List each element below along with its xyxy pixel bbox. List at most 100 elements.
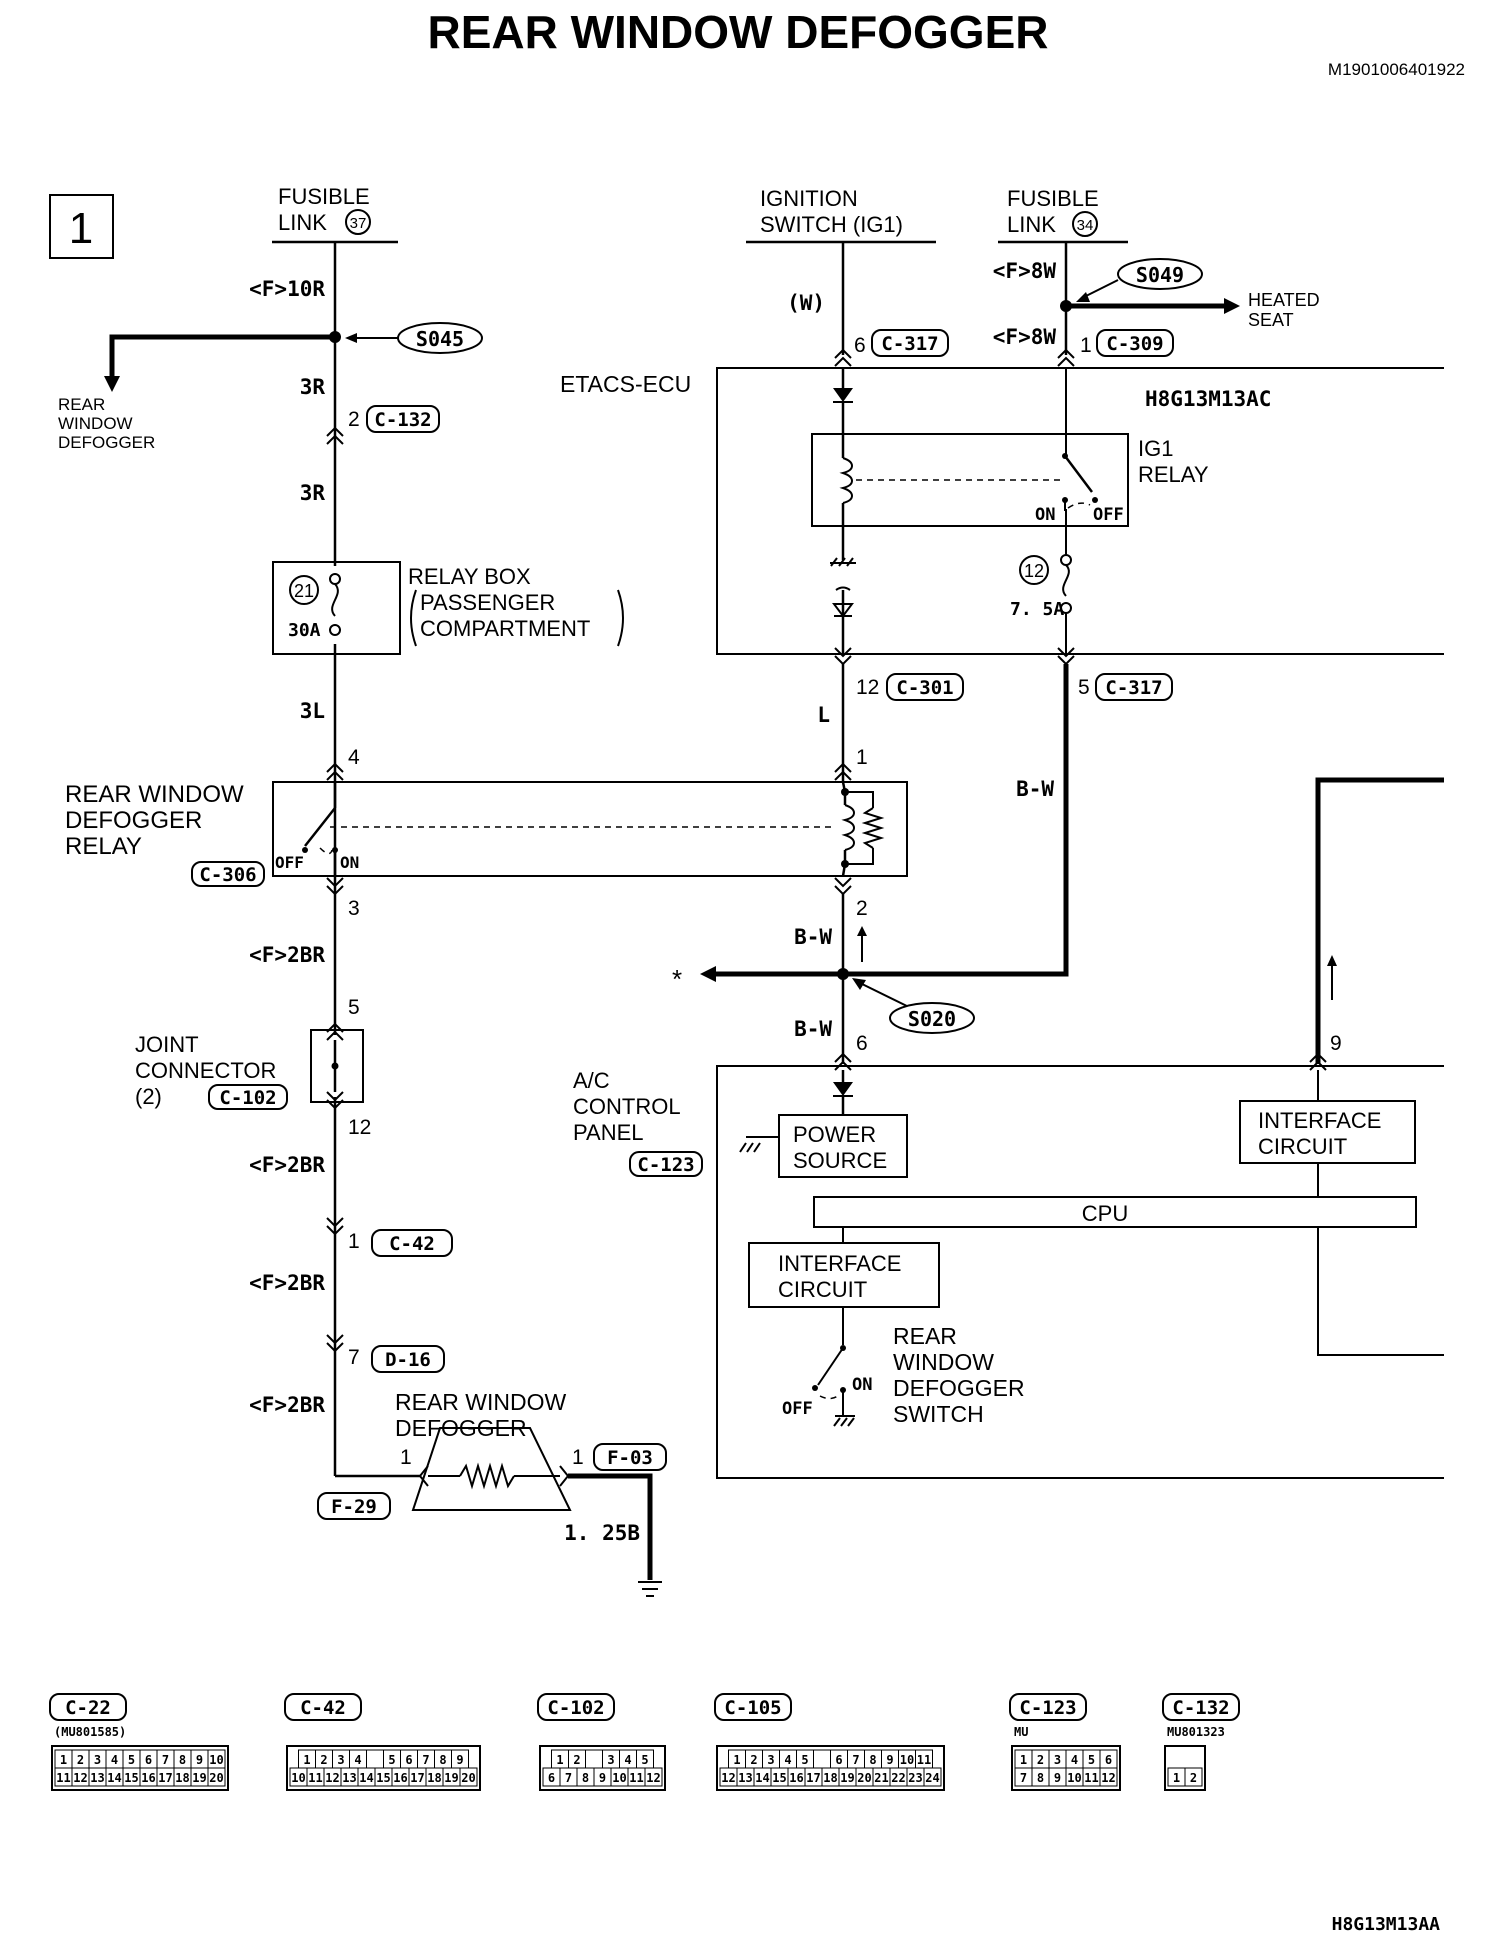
connector-view-cell-c102 (644, 1767, 663, 1787)
c301-pin: 12 (856, 676, 879, 699)
connector-view-pin-c123: 12 (1101, 1771, 1115, 1785)
connector-view-pin-c22: 15 (124, 1771, 138, 1785)
connector-view-pin-c102: 11 (629, 1771, 643, 1785)
connector-view-pin-c105: 22 (891, 1771, 905, 1785)
connector-view-pin-c105: 11 (917, 1753, 931, 1767)
c132-pin: 2 (348, 408, 360, 431)
connector-view-pin-c22: 17 (158, 1771, 172, 1785)
connector-view-pin-c105: 4 (784, 1753, 791, 1767)
connector-view-pin-c22: 16 (141, 1771, 155, 1785)
relay-box-line2: PASSENGER (420, 590, 555, 615)
splice-s045-pill (397, 322, 483, 354)
wire-color-2br-3: <F>2BR (249, 1271, 325, 1295)
connector-view-pin-c105: 5 (801, 1753, 808, 1767)
s045-leader-arrow (345, 333, 357, 343)
f29-badge (317, 1492, 391, 1520)
c301-chevron-a (834, 647, 852, 658)
c42-id: C-42 (389, 1233, 435, 1255)
fuse-21-badge (289, 575, 319, 605)
ig1-relay-blade (1064, 455, 1093, 493)
c301-id: C-301 (896, 677, 953, 699)
f29-id: F-29 (331, 1496, 377, 1518)
connector-view-pin-c105: 15 (772, 1771, 786, 1785)
f03-badge (593, 1443, 667, 1471)
c42-chevron-b (326, 1225, 344, 1236)
connector-view-pin-c42: 14 (359, 1771, 373, 1785)
connector-view-pin-c105: 19 (840, 1771, 854, 1785)
c123-left-chevron-b (834, 1060, 852, 1071)
joint-connector-box (310, 1029, 364, 1103)
etacs-ecu-box (716, 367, 1444, 655)
page-number-box (49, 194, 114, 259)
wire-color-3r-b: 3R (300, 481, 326, 505)
ig1-relay-off: OFF (1093, 505, 1124, 525)
connector-view-pin-c105: 9 (886, 1753, 893, 1767)
c306-pin-coil-top: 1 (856, 746, 868, 769)
connector-view-pin-c123: 1 (1020, 1753, 1027, 1767)
connector-view-pin-c102: 2 (573, 1753, 580, 1767)
defogger-switch-off: OFF (782, 1399, 813, 1419)
coil-wire-out (841, 863, 847, 877)
wire-color-f8w-top: <F>8W (993, 259, 1057, 283)
ig1-relay-throw (1067, 502, 1091, 509)
defogger-relay-off: OFF (275, 853, 304, 872)
connector-view-part-c123: MU (1014, 1725, 1028, 1739)
connector-view-cell-c22 (207, 1767, 226, 1787)
c123-id: C-123 (637, 1154, 694, 1176)
connector-view-pin-c105: 10 (900, 1753, 914, 1767)
connector-view-pin-c102: 12 (646, 1771, 660, 1785)
splice-s020-label: S020 (908, 1007, 956, 1031)
power-diode (833, 1082, 853, 1096)
connector-view-pin-c105: 24 (925, 1771, 939, 1785)
ig1-relay-off-dot (1092, 497, 1098, 503)
defogger-relay-throw (319, 847, 333, 855)
joint-connector-line3: (2) (135, 1084, 162, 1109)
connector-view-pin-c42: 11 (308, 1771, 322, 1785)
connector-view-pin-c123: 5 (1088, 1753, 1095, 1767)
defogger-switch-line3: DEFOGGER (893, 1375, 1025, 1401)
c132-chevron-b (326, 434, 344, 445)
connector-view-pin-c123: 9 (1054, 1771, 1061, 1785)
power-ground-hatch-3 (753, 1142, 761, 1153)
connector-view-pin-c42: 16 (393, 1771, 407, 1785)
connector-view-pin-c22: 18 (175, 1771, 189, 1785)
connector-view-pin-c102: 5 (641, 1753, 648, 1767)
connector-view-pin-c42: 5 (388, 1753, 395, 1767)
connector-view-cell-c102 (585, 1749, 603, 1769)
connector-view-pin-c22: 8 (179, 1753, 186, 1767)
connector-view-pin-c22: 1 (60, 1753, 67, 1767)
power-source-box (778, 1114, 908, 1178)
connector-view-pin-c105: 18 (823, 1771, 837, 1785)
cpu-box (813, 1196, 1417, 1228)
connector-view-pin-c22: 2 (77, 1753, 84, 1767)
wire-color-f8w-bot: <F>8W (993, 325, 1057, 349)
c132-badge (366, 405, 440, 433)
branch-rear-defogger-arrow (104, 376, 120, 392)
wire-color-bw-right: B-W (1016, 777, 1054, 801)
defogger-line1: REAR WINDOW (395, 1389, 567, 1415)
connector-view-pin-c42: 18 (427, 1771, 441, 1785)
c102-pin-bottom: 12 (348, 1116, 371, 1139)
heated-seat-line2: SEAT (1248, 310, 1294, 330)
c306-coil-bottom-chevron-a (834, 877, 852, 888)
connector-view-pin-c123: 7 (1020, 1771, 1027, 1785)
connector-view-pin-c42: 7 (422, 1753, 429, 1767)
defogger-switch-off-dot (812, 1385, 818, 1391)
f03-pin: 1 (572, 1446, 584, 1469)
c123-pin-left: 6 (856, 1032, 868, 1055)
c306-pin-coil-bottom: 2 (856, 897, 868, 920)
c306-top-chevron-a (326, 762, 344, 773)
connector-view-id-c22: C-22 (65, 1697, 111, 1719)
connector-view-id-c132: C-132 (1172, 1697, 1229, 1719)
connector-view-part-c132: MU801323 (1167, 1725, 1225, 1739)
connector-view-pin-c105: 3 (767, 1753, 774, 1767)
c317-top-pin: 6 (854, 334, 866, 357)
defogger-body (411, 1427, 572, 1511)
switch-ground-hatch-1 (833, 1417, 841, 1427)
connector-view-pin-c42: 8 (439, 1753, 446, 1767)
connector-view-pin-c22: 10 (209, 1753, 223, 1767)
c306-bottom-chevron-b (326, 885, 344, 896)
fuse-12-num: 12 (1024, 561, 1044, 581)
connector-view-pin-c105: 2 (750, 1753, 757, 1767)
interface-left-line1: INTERFACE (778, 1251, 901, 1276)
